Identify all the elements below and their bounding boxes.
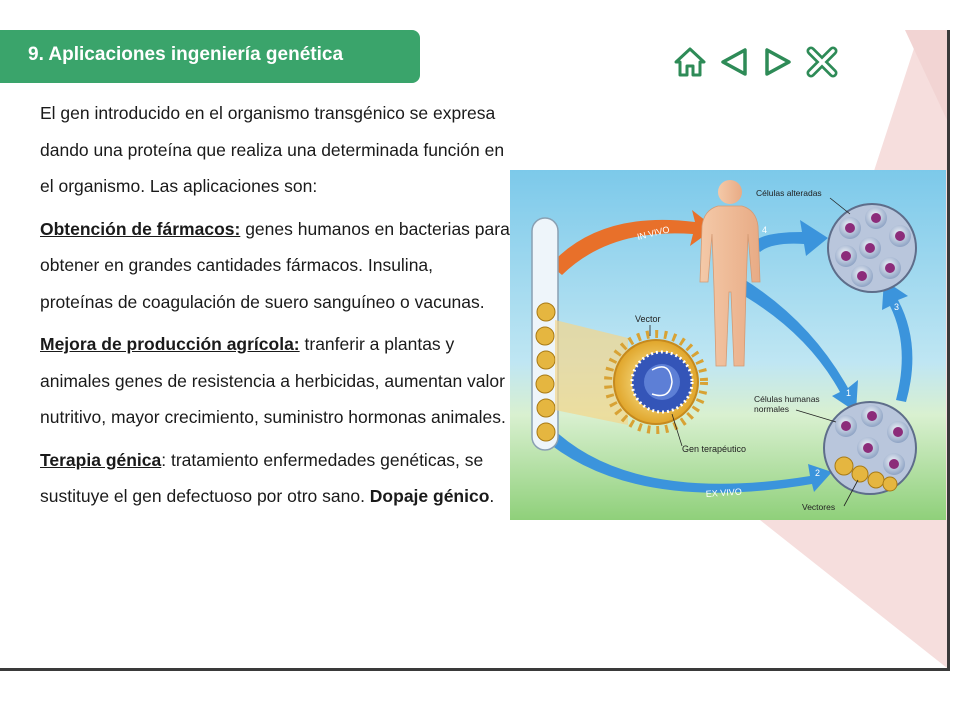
agricola-paragraph: Mejora de producción agrícola: tranferir… [40, 326, 510, 436]
gen-terapeutico-label: Gen terapéutico [682, 444, 746, 454]
dopaje-end: . [489, 486, 495, 506]
vectores-label: Vectores [802, 502, 835, 512]
step-1-label: 1 [846, 388, 851, 398]
frame-bottom-border [0, 668, 950, 671]
farmacos-paragraph: Obtención de fármacos: genes humanos en … [40, 211, 510, 321]
prev-button[interactable] [716, 44, 752, 80]
terapia-text: : tratamiento enfermedades genéticas, se… [40, 449, 484, 507]
step-2-label: 2 [815, 468, 820, 478]
human-figure [699, 180, 761, 367]
farmacos-heading: Obtención de fármacos: [40, 218, 241, 239]
gene-therapy-diagram: IN VIVO 4 1 3 EX VIVO 2 [510, 170, 946, 520]
terapia-heading: Terapia génica [40, 449, 162, 470]
farmacos-text: genes humanos en bacterias para obtener … [40, 218, 510, 312]
next-button[interactable] [760, 44, 796, 80]
home-icon [674, 47, 706, 77]
celulas-humanas-label-2: normales [754, 404, 789, 414]
close-x-icon [806, 46, 838, 78]
step-4-label: 4 [762, 225, 767, 235]
arrow-1 [734, 278, 858, 412]
vector-virus [604, 330, 708, 434]
pink-triangle-corner [905, 30, 947, 120]
normal-cells [823, 401, 917, 495]
vector-label: Vector [635, 314, 661, 324]
intro-paragraph: El gen introducido en el organismo trans… [40, 103, 505, 196]
slide-title: 9. Aplicaciones ingeniería genética [0, 30, 420, 83]
in-vivo-arrow [550, 210, 715, 275]
dopaje-term: Dopaje génico [369, 486, 490, 506]
ex-vivo-arrow [540, 426, 832, 493]
slide-body: El gen introducido en el organismo trans… [40, 95, 510, 515]
celulas-alteradas-label: Células alteradas [756, 188, 822, 198]
zoom-beam [555, 320, 628, 425]
celulas-humanas-label-1: Células humanas [754, 394, 820, 404]
terapia-paragraph: Terapia génica: tratamiento enfermedades… [40, 442, 510, 515]
ex-vivo-label: EX VIVO [705, 487, 742, 499]
tube-vectors [535, 302, 556, 442]
arrow-3 [882, 280, 913, 402]
step-3-label: 3 [894, 302, 899, 312]
triangle-right-icon [765, 48, 791, 76]
altered-cells [827, 203, 917, 293]
triangle-left-icon [721, 48, 747, 76]
diagram-illustration: IN VIVO 4 1 3 EX VIVO 2 [510, 170, 946, 520]
agricola-heading: Mejora de producción agrícola: [40, 334, 300, 354]
frame-right-border [947, 30, 950, 671]
arrow-4 [752, 220, 828, 256]
agricola-text: tranferir a plantas y animales genes de … [40, 334, 506, 427]
close-button[interactable] [804, 44, 840, 80]
navigation-bar [672, 42, 840, 82]
home-button[interactable] [672, 44, 708, 80]
